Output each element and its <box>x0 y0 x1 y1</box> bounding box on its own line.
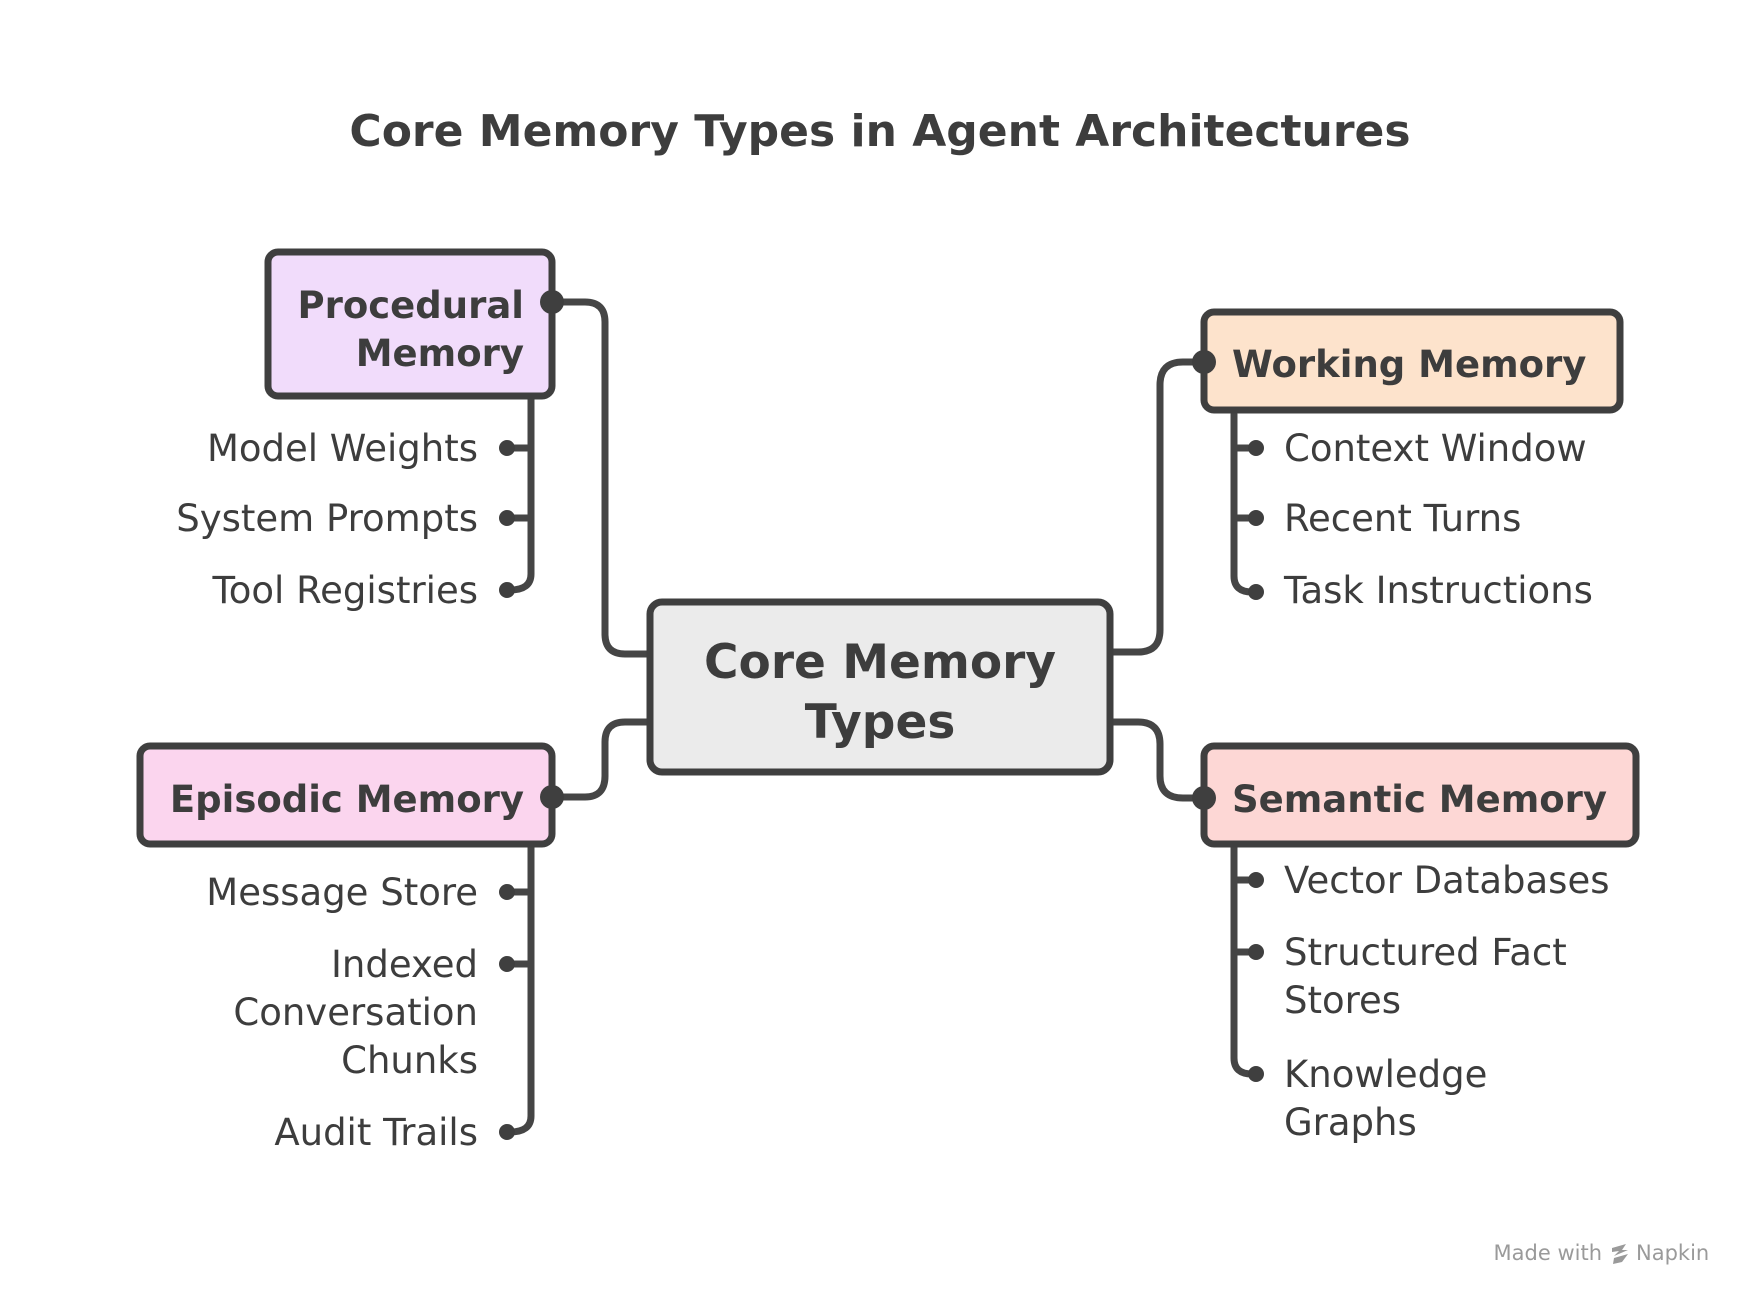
episodic-memory-label: Episodic Memory <box>170 778 524 821</box>
procedural-memory-node[interactable]: Procedural Memory <box>264 248 556 400</box>
center-node-label-line1: Core Memory <box>704 635 1056 690</box>
leaf-knowledge-graphs-line1: Knowledge <box>1284 1053 1487 1096</box>
branch-working <box>1230 410 1260 596</box>
working-memory-label: Working Memory <box>1232 343 1586 386</box>
napkin-logo-icon <box>1612 1244 1628 1264</box>
footer-prefix: Made with <box>1494 1241 1602 1265</box>
leaf-context-window: Context Window <box>1284 427 1587 470</box>
leaf-indexed-conversation-chunks-line1: Indexed <box>331 943 478 986</box>
leaf-indexed-conversation-chunks-line2: Conversation <box>233 991 478 1034</box>
leaf-audit-trails: Audit Trails <box>274 1111 478 1154</box>
semantic-memory-node[interactable]: Semantic Memory <box>1200 742 1640 848</box>
connector-working <box>1106 358 1208 656</box>
leaf-task-instructions: Task Instructions <box>1283 569 1593 612</box>
connector-episodic <box>548 718 652 801</box>
leaf-recent-turns: Recent Turns <box>1284 497 1521 540</box>
center-node[interactable]: Core Memory Types <box>646 598 1114 776</box>
connector-semantic <box>1106 718 1208 802</box>
center-node-box <box>646 598 1114 776</box>
procedural-memory-label-line2: Memory <box>356 332 524 375</box>
leaf-message-store: Message Store <box>206 871 478 914</box>
leaf-system-prompts: System Prompts <box>176 497 478 540</box>
leaf-dots <box>499 440 1264 1140</box>
diagram-title: Core Memory Types in Agent Architectures <box>349 106 1410 157</box>
leaf-tool-registries: Tool Registries <box>211 569 478 612</box>
connector-procedural <box>548 298 652 658</box>
procedural-memory-box <box>264 248 556 400</box>
branch-procedural <box>503 394 535 594</box>
footer-credit[interactable]: Made with Napkin <box>1494 1241 1710 1265</box>
working-memory-node[interactable]: Working Memory <box>1200 308 1624 414</box>
leaf-structured-fact-stores-line1: Structured Fact <box>1284 931 1567 974</box>
episodic-memory-node[interactable]: Episodic Memory <box>136 742 556 848</box>
leaf-vector-databases: Vector Databases <box>1284 859 1609 902</box>
footer-brand: Napkin <box>1636 1241 1709 1265</box>
center-node-label-line2: Types <box>805 695 956 750</box>
leaf-model-weights: Model Weights <box>207 427 478 470</box>
procedural-memory-label-line1: Procedural <box>297 284 524 327</box>
semantic-memory-label: Semantic Memory <box>1232 778 1607 821</box>
leaf-knowledge-graphs-line2: Graphs <box>1284 1101 1417 1144</box>
leaf-indexed-conversation-chunks-line3: Chunks <box>341 1039 478 1082</box>
leaf-structured-fact-stores-line2: Stores <box>1284 979 1401 1022</box>
